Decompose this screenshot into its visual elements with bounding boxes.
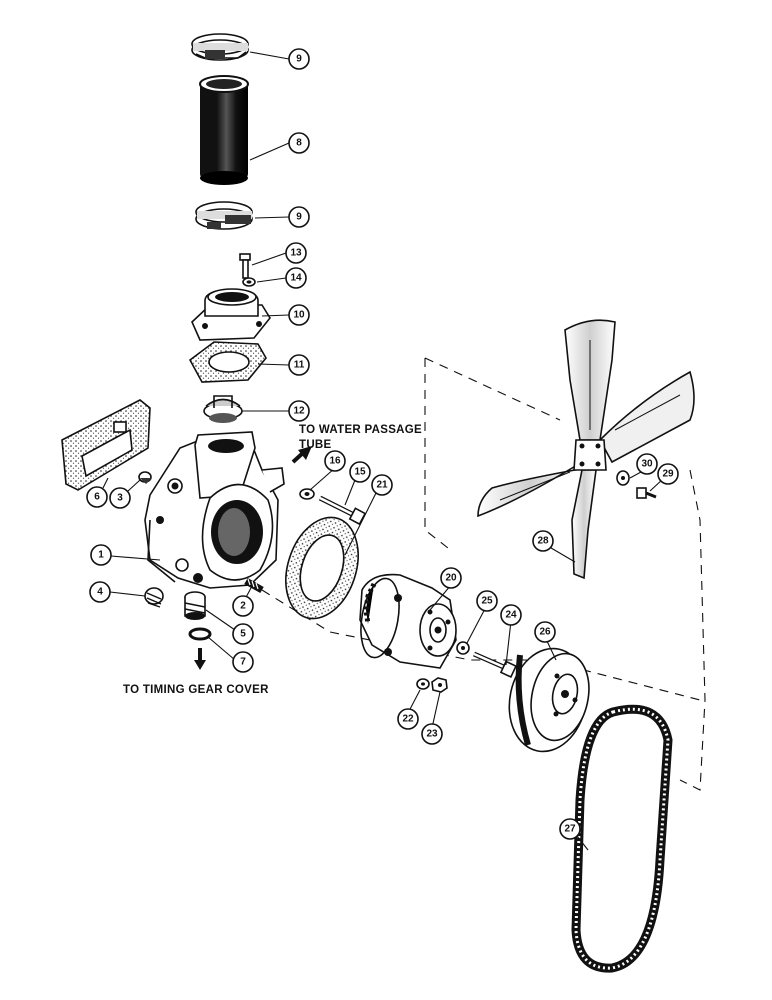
callout-9-top: 9 [288, 48, 310, 70]
svg-text:6: 6 [94, 492, 100, 503]
svg-text:2: 2 [240, 601, 246, 612]
leader-lines [102, 51, 664, 851]
washer-25 [456, 641, 470, 655]
callout-2: 2 [232, 595, 254, 617]
svg-text:8: 8 [296, 138, 302, 149]
callout-25: 25 [476, 590, 498, 612]
callout-4: 4 [89, 581, 111, 603]
hose-clamp-lower [195, 201, 253, 230]
note-water-passage-line1: TO WATER PASSAGE [299, 424, 422, 436]
arrow-to-timing-gear [194, 648, 206, 670]
svg-text:14: 14 [290, 273, 302, 284]
svg-text:16: 16 [329, 456, 341, 467]
callout-28: 28 [532, 530, 554, 552]
washer-30 [616, 470, 630, 486]
water-pump-housing [144, 431, 285, 589]
callout-12: 12 [288, 400, 310, 422]
callout-30: 30 [636, 453, 658, 475]
svg-text:20: 20 [445, 573, 457, 584]
svg-text:12: 12 [293, 406, 305, 417]
gasket-11 [188, 341, 267, 383]
callout-6: 6 [86, 486, 108, 508]
water-outlet-elbow [191, 288, 271, 341]
fan-blade [477, 319, 695, 580]
svg-text:13: 13 [290, 248, 302, 259]
pump-body-20 [359, 573, 457, 669]
callout-5: 5 [232, 623, 254, 645]
svg-text:9: 9 [296, 212, 302, 223]
fan-belt [571, 704, 673, 973]
plug-3 [138, 471, 152, 484]
stud-2 [244, 577, 264, 594]
svg-text:1: 1 [98, 550, 104, 561]
callout-14: 14 [285, 267, 307, 289]
svg-text:28: 28 [537, 536, 549, 547]
callout-15: 15 [349, 461, 371, 483]
svg-text:15: 15 [354, 467, 366, 478]
arrow-to-water-passage [291, 446, 312, 464]
callout-3: 3 [109, 487, 131, 509]
svg-text:11: 11 [294, 360, 305, 371]
svg-text:23: 23 [426, 729, 438, 740]
washer-16 [299, 488, 315, 500]
hose-clamp-top [191, 33, 249, 61]
pipe-plug-4 [144, 587, 164, 608]
svg-text:3: 3 [117, 493, 123, 504]
callout-20: 20 [440, 567, 462, 589]
gasket-6 [61, 399, 151, 491]
o-ring-7 [188, 627, 212, 641]
svg-text:24: 24 [505, 610, 517, 621]
washer-22 [416, 678, 430, 690]
lock-washer-14 [242, 277, 256, 287]
svg-text:22: 22 [402, 714, 414, 725]
nut-23 [431, 677, 448, 693]
callout-26: 26 [534, 621, 556, 643]
callout-23: 23 [421, 723, 443, 745]
callout-22: 22 [397, 708, 419, 730]
note-timing-gear: TO TIMING GEAR COVER [123, 684, 269, 696]
note-water-passage-line2: TUBE [299, 439, 332, 451]
callout-21: 21 [371, 474, 393, 496]
thermostat [203, 395, 243, 423]
bolt-29 [636, 487, 657, 499]
fan-dashed-outline-right [679, 469, 706, 791]
bolt-24 [472, 651, 518, 679]
svg-text:5: 5 [240, 629, 246, 640]
callout-16: 16 [324, 450, 346, 472]
svg-text:10: 10 [293, 310, 305, 321]
svg-text:7: 7 [240, 657, 246, 668]
callout-27: 27 [559, 818, 581, 840]
hose [199, 75, 249, 185]
fan-pulley [508, 647, 590, 753]
callout-10: 10 [288, 304, 310, 326]
bolt-13 [239, 253, 251, 279]
svg-text:26: 26 [539, 627, 551, 638]
svg-text:27: 27 [564, 824, 576, 835]
callout-13: 13 [285, 242, 307, 264]
fitting-5 [184, 591, 206, 620]
callout-1: 1 [90, 544, 112, 566]
svg-text:4: 4 [97, 587, 103, 598]
svg-text:9: 9 [296, 54, 302, 65]
callout-24: 24 [500, 604, 522, 626]
gasket-21 [285, 516, 359, 620]
callout-9-lower: 9 [288, 206, 310, 228]
callout-11: 11 [288, 354, 310, 376]
callout-8: 8 [288, 132, 310, 154]
callout-7: 7 [232, 651, 254, 673]
callout-29: 29 [657, 463, 679, 485]
svg-text:29: 29 [662, 469, 674, 480]
bolt-15 [318, 495, 367, 526]
svg-text:25: 25 [481, 596, 493, 607]
fan-dashed-outline [424, 357, 561, 549]
svg-text:30: 30 [641, 459, 653, 470]
svg-text:21: 21 [376, 480, 388, 491]
